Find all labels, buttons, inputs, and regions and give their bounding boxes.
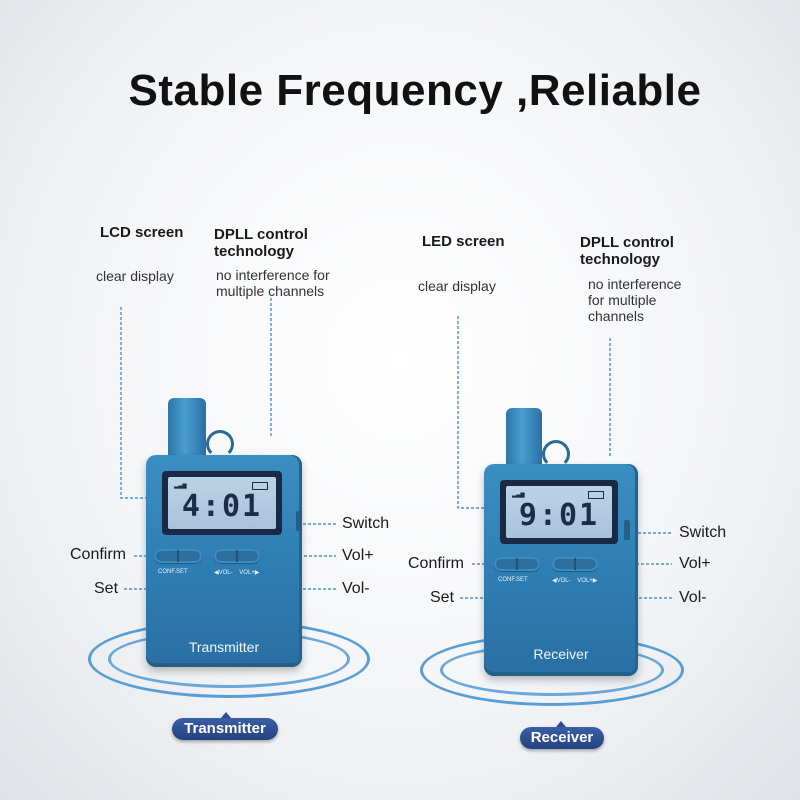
rx-device-name: Receiver [533,646,589,662]
tx-switch-label: Switch [342,515,390,532]
rx-dpll-desc-1: no interference [588,276,682,292]
transmitter-badge: Transmitter [172,718,278,740]
rx-lanyard-loop [542,440,570,468]
rx-dpll-title-1: DPLL control [580,234,674,251]
rx-power-switch[interactable] [624,520,630,540]
rx-badge-tip [556,721,566,727]
tx-dpll-title-1: DPLL control [214,226,308,243]
tx-device-name: Transmitter [188,639,260,655]
page-title: Stable Frequency ,Reliable [128,66,702,115]
tx-antenna [168,398,206,460]
tx-lcd-title: LCD screen [100,224,184,241]
tx-lcd-screen: ▂▃▅ 4:01 [162,471,282,535]
tx-lcd-callout-line [120,307,170,499]
tx-dpll-desc-2: multiple channels [216,283,325,299]
tx-dpll-desc-1: no interference for [216,267,330,283]
tx-volplus-label: Vol+ [342,547,374,564]
rx-volplus-label: Vol+ [679,555,711,572]
rx-volume-button[interactable] [552,557,598,571]
tx-lcd-desc: clear display [96,268,174,284]
tx-set-label: Set [94,580,119,597]
rx-antenna [506,408,542,470]
tx-signal-icon: ▂▃▅ [174,481,187,489]
rx-vol-caption: ◀VOL- VOL+▶ [552,578,598,584]
tx-conf-set-button[interactable] [154,549,202,563]
rx-confirm-label: Confirm [408,555,465,572]
tx-confirm-label: Confirm [70,546,127,563]
rx-switch-label: Switch [679,524,727,541]
tx-display-value: 4:01 [181,489,263,524]
rx-display-value: 9:01 [518,498,600,533]
tx-battery-icon [252,482,268,490]
tx-lanyard-loop [206,430,234,458]
rx-led-callout-line [457,316,520,509]
rx-set-label: Set [430,589,455,606]
rx-dpll-title-2: technology [580,251,661,268]
rx-led-desc: clear display [418,278,496,294]
rx-dpll-desc-2: for multiple [588,292,657,308]
tx-power-switch[interactable] [296,511,302,531]
tx-badge-tip [221,712,231,718]
rx-conf-set-caption: CONF.SET [498,577,528,583]
rx-signal-icon: ▂▃▅ [512,490,525,498]
tx-volminus-label: Vol- [342,580,370,597]
rx-conf-set-button[interactable] [494,557,540,571]
tx-conf-set-caption: CONF.SET [158,569,188,575]
tx-vol-caption: ◀VOL- VOL+▶ [214,570,260,576]
receiver-badge: Receiver [520,727,604,749]
rx-led-screen: ▂▃▅ 9:01 [500,480,618,544]
rx-led-title: LED screen [422,233,505,250]
receiver-device: ▂▃▅ 9:01 CONF.SET ◀VOL- VOL+▶ Receiver [484,464,638,676]
tx-volume-button[interactable] [214,549,260,563]
rx-dpll-desc-3: channels [588,308,645,324]
tx-dpll-title-2: technology [214,243,295,260]
rx-battery-icon [588,491,604,499]
rx-volminus-label: Vol- [679,589,707,606]
transmitter-device: ▂▃▅ 4:01 CONF.SET ◀VOL- VOL+▶ Transmitte… [146,455,302,667]
